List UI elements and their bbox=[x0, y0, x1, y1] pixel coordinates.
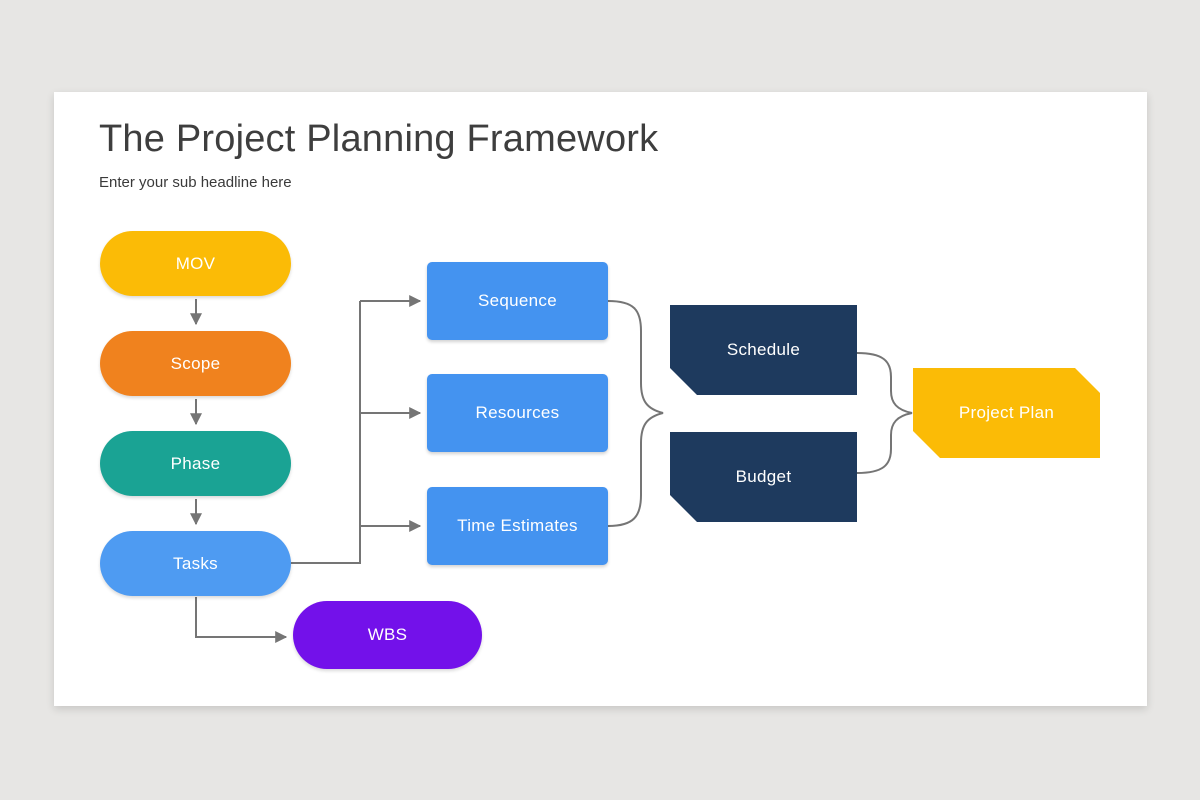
node-project-plan-label: Project Plan bbox=[958, 403, 1055, 422]
node-wbs-label: WBS bbox=[367, 625, 408, 644]
node-time-estimates: Time Estimates bbox=[427, 487, 608, 565]
page-subtitle: Enter your sub headline here bbox=[99, 174, 292, 191]
node-mov-label: MOV bbox=[175, 253, 216, 273]
node-scope-label: Scope bbox=[170, 353, 221, 373]
node-wbs: WBS bbox=[293, 601, 482, 669]
node-project-plan: Project Plan bbox=[913, 368, 1100, 458]
node-time-estimates-label: Time Estimates bbox=[457, 516, 578, 535]
node-phase-label: Phase bbox=[170, 453, 221, 473]
node-scope: Scope bbox=[100, 331, 291, 396]
node-sequence: Sequence bbox=[427, 262, 608, 340]
node-schedule-label: Schedule bbox=[726, 340, 801, 359]
node-phase: Phase bbox=[100, 431, 291, 496]
page-title: The Project Planning Framework bbox=[99, 118, 659, 160]
node-sequence-label: Sequence bbox=[478, 291, 557, 310]
node-resources-label: Resources bbox=[475, 403, 560, 422]
node-budget: Budget bbox=[670, 432, 857, 522]
node-resources: Resources bbox=[427, 374, 608, 452]
node-mov: MOV bbox=[100, 231, 291, 296]
node-tasks: Tasks bbox=[100, 531, 291, 596]
node-tasks-label: Tasks bbox=[173, 553, 218, 573]
node-schedule: Schedule bbox=[670, 305, 857, 395]
node-budget-label: Budget bbox=[735, 467, 792, 486]
